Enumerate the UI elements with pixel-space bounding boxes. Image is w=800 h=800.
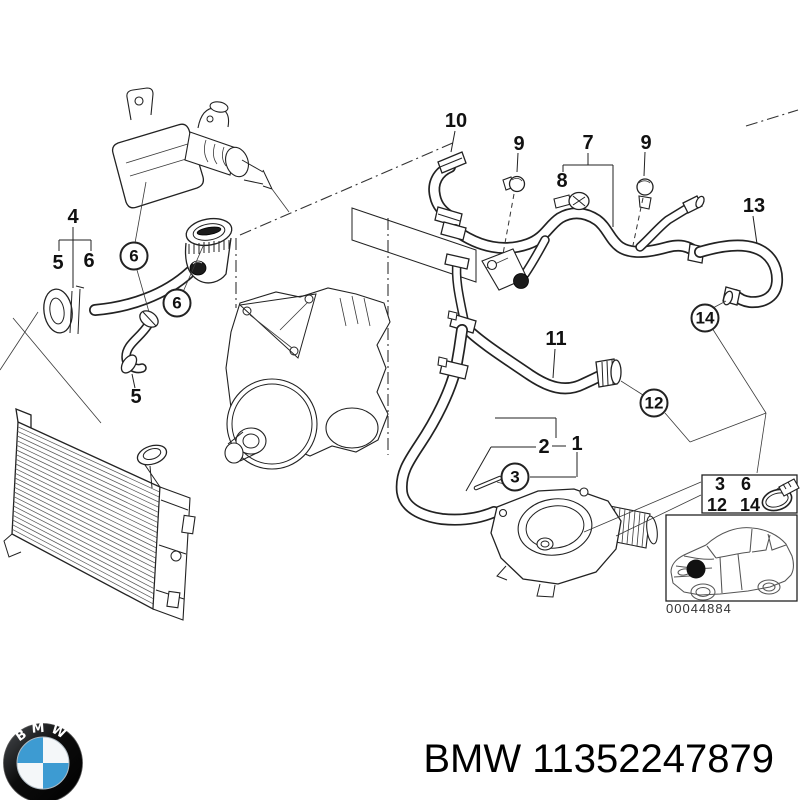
part-callout-6: 6 bbox=[83, 250, 95, 272]
hose-clamp-icon bbox=[761, 478, 800, 512]
legend-number-3: 3 bbox=[714, 474, 726, 494]
part-location-dot bbox=[686, 559, 706, 579]
part-callout-11: 11 bbox=[545, 328, 567, 350]
part-callout-10: 10 bbox=[444, 110, 468, 132]
legend-number-6: 6 bbox=[740, 474, 752, 494]
hose-10-elbow bbox=[428, 151, 467, 228]
part-callout-5: 5 bbox=[52, 252, 64, 274]
part-callout-14: 14 bbox=[690, 303, 720, 333]
legend-number-14: 14 bbox=[739, 495, 761, 515]
hose-7-assembly bbox=[440, 195, 705, 325]
part-callout-9: 9 bbox=[640, 132, 652, 154]
bmw-logo: BMW bbox=[1, 720, 85, 800]
water-pump bbox=[490, 487, 658, 598]
thermostat-hose-assembly bbox=[43, 217, 233, 374]
section-boundary-lines bbox=[235, 109, 799, 455]
car-silhouette-icon bbox=[670, 527, 794, 601]
legend-number-12: 12 bbox=[706, 495, 728, 515]
bolt-9-right bbox=[636, 178, 654, 210]
part-callout-12: 12 bbox=[639, 388, 669, 418]
roundel-quadrant-bl bbox=[17, 763, 43, 789]
part-callout-6: 6 bbox=[162, 288, 192, 318]
part-callout-3: 3 bbox=[500, 462, 530, 492]
part-callout-6: 6 bbox=[119, 241, 149, 271]
radiator bbox=[3, 407, 196, 621]
roundel-quadrant-tr bbox=[43, 737, 69, 763]
drawing-number: 00044884 bbox=[666, 601, 732, 616]
part-callout-2: 2 bbox=[538, 436, 550, 458]
radiator-fins bbox=[12, 426, 160, 605]
roundel-quadrant-tl bbox=[17, 737, 43, 763]
part-callout-1: 1 bbox=[571, 433, 583, 455]
hose-13 bbox=[694, 239, 784, 309]
roundel-quadrant-br bbox=[43, 763, 69, 789]
part-callout-9: 9 bbox=[513, 133, 525, 155]
engine-water-pump bbox=[224, 287, 391, 470]
part-number-text: 11352247879 bbox=[532, 737, 774, 781]
hose-11 bbox=[447, 310, 622, 395]
bolt-9-left bbox=[502, 175, 526, 193]
heat-exchanger bbox=[111, 87, 290, 213]
part-callout-4: 4 bbox=[67, 206, 79, 228]
hose-2-lower bbox=[395, 324, 503, 526]
part-callout-5: 5 bbox=[130, 386, 142, 408]
brand-text: BMW bbox=[423, 737, 522, 781]
part-callout-7: 7 bbox=[582, 132, 594, 154]
mounting-panel bbox=[351, 207, 477, 283]
part-number-title: BMW 11352247879 bbox=[390, 737, 774, 782]
vehicle-locator-box bbox=[665, 514, 798, 602]
part-callout-13: 13 bbox=[742, 195, 766, 217]
part-callout-8: 8 bbox=[556, 170, 568, 192]
screw-8 bbox=[553, 191, 590, 211]
clamp-legend-box bbox=[701, 474, 800, 514]
